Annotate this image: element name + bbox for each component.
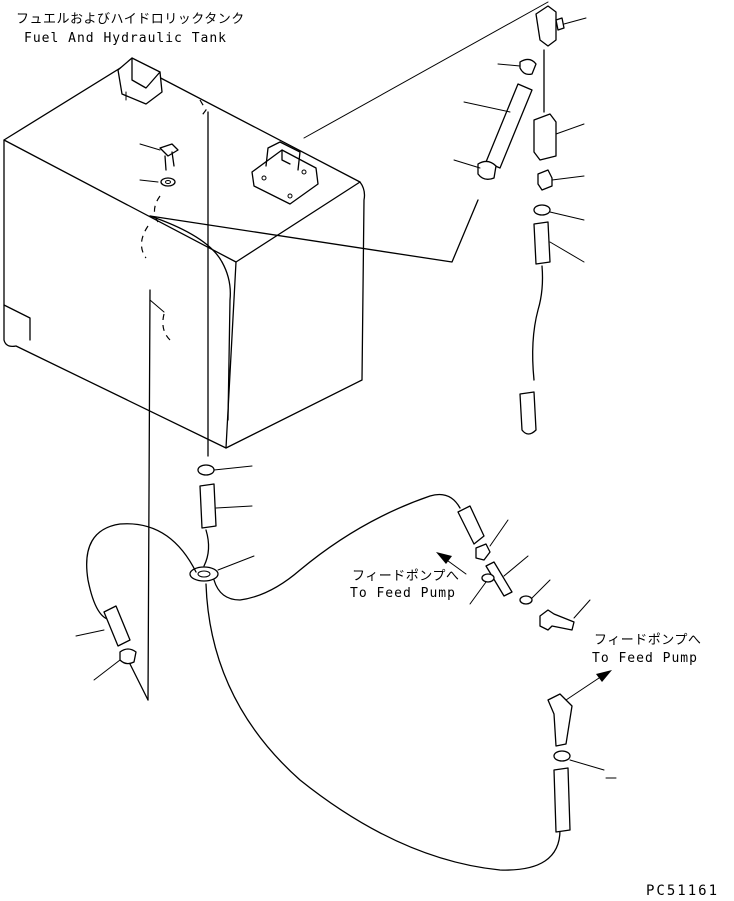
lower-middle-assembly	[75, 289, 561, 871]
lower-right-assembly	[547, 670, 617, 833]
drawing-code: PC51161	[646, 883, 720, 899]
title-jp: フュエルおよびハイドロリックタンク	[16, 12, 245, 27]
feed-pump-label-2-jp: フィードポンプへ	[594, 633, 702, 648]
feed-pump-label-1-en: To Feed Pump	[350, 586, 456, 601]
tank-body	[3, 57, 366, 457]
tank-bolt	[139, 143, 179, 187]
feed-pump-label-1-jp: フィードポンプへ	[352, 569, 460, 584]
feed-pump-fittings	[436, 519, 591, 631]
feed-pump-label-2-en: To Feed Pump	[592, 651, 698, 666]
title-en: Fuel And Hydraulic Tank	[24, 31, 228, 46]
upper-right-assembly	[453, 5, 587, 435]
